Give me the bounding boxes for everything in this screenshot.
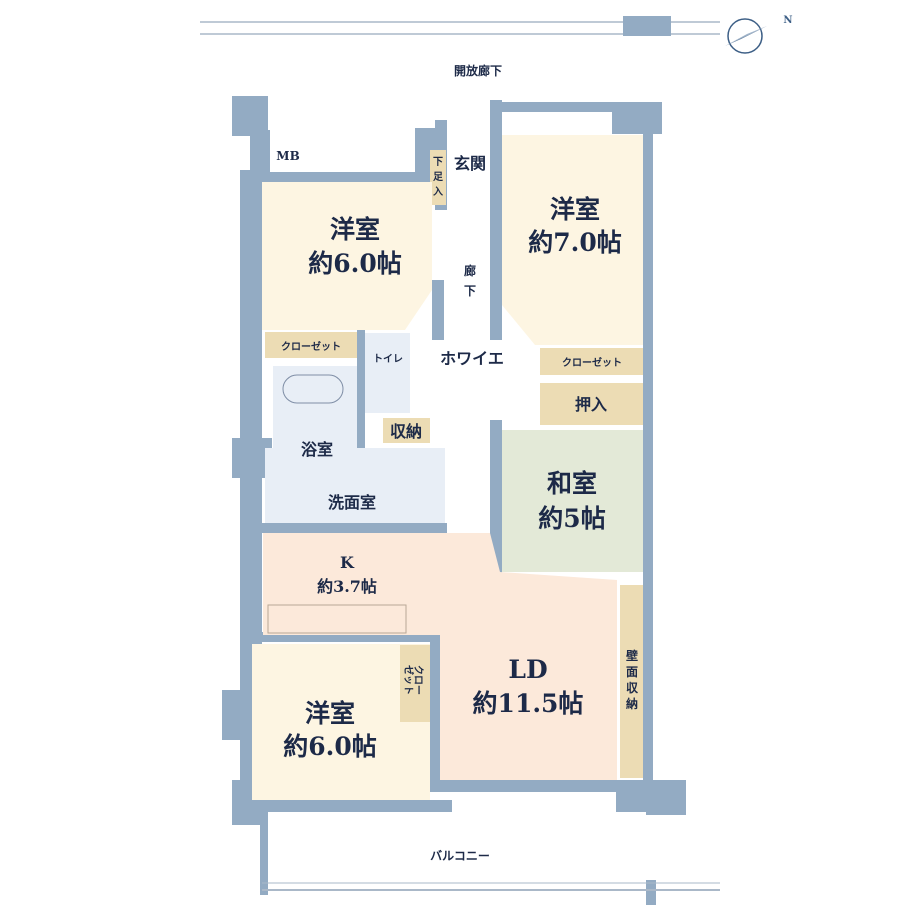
washroom-label: 洗面室 [328,493,376,512]
bathroom-label: 浴室 [301,440,333,459]
entrance [447,128,490,183]
open-corridor [200,16,720,36]
room2-name: 洋室 [550,195,600,224]
shoe-storage-label: 入 [433,186,443,198]
balcony-label: バルコニー [430,849,490,863]
mb-space [270,138,315,172]
mb-label: MB [276,149,299,163]
kitchen-size: 約3.7帖 [317,577,377,596]
oshiire[interactable] [540,383,643,425]
shoe-storage-label: 足 [433,171,444,183]
bathtub-icon [282,374,344,404]
wall-storage-label: 面 [626,665,638,679]
wall-storage-label: 収 [626,681,639,695]
japanese-room[interactable] [502,430,643,572]
western-room-2[interactable] [502,135,643,345]
balcony[interactable] [268,812,646,882]
western-room-1[interactable] [262,182,432,330]
japanese-room-name: 和室 [547,469,597,498]
shoe-storage [430,150,446,205]
oshiire-label: 押入 [575,395,607,414]
closet-1[interactable] [265,332,357,358]
compass-north-label: N [783,15,792,26]
closet1-label: クローゼット [281,340,341,353]
foyer-label: ホワイエ [440,349,504,368]
room1-name: 洋室 [330,215,380,244]
living-dining-kitchen[interactable] [263,533,617,780]
entrance-label: 玄関 [454,154,486,173]
room3-name: 洋室 [305,699,355,728]
compass-icon: N [725,15,793,54]
closet-2[interactable] [540,348,643,375]
closet2-label: クローゼット [562,356,622,369]
closet3-label: ゼット [402,665,415,695]
wall-storage-label: 壁 [626,648,638,663]
wall-storage[interactable] [620,585,643,778]
closet-3[interactable] [400,645,430,722]
kitchen-name: K [340,553,355,572]
washroom[interactable] [265,448,445,523]
storage[interactable] [383,418,430,443]
room1-size: 約6.0帖 [308,249,402,278]
kitchen-counter [267,604,407,634]
japanese-room-size: 約5帖 [538,504,605,533]
hallway-label: 下 [464,284,476,298]
wall-storage-label: 納 [626,696,638,711]
shoe-storage-label: 下 [433,156,443,168]
open-corridor-label: 開放廊下 [454,63,502,78]
toilet[interactable] [365,333,410,413]
room3-size: 約6.0帖 [283,732,377,761]
ld-name: LD [508,655,547,684]
toilet-label: トイレ [373,353,403,365]
storage-label: 収納 [390,422,422,441]
ld-size: 約11.5帖 [473,689,584,718]
hallway-label: 廊 [464,263,476,278]
closet3-label: クロー [412,665,424,695]
room2-size: 約7.0帖 [528,228,622,257]
